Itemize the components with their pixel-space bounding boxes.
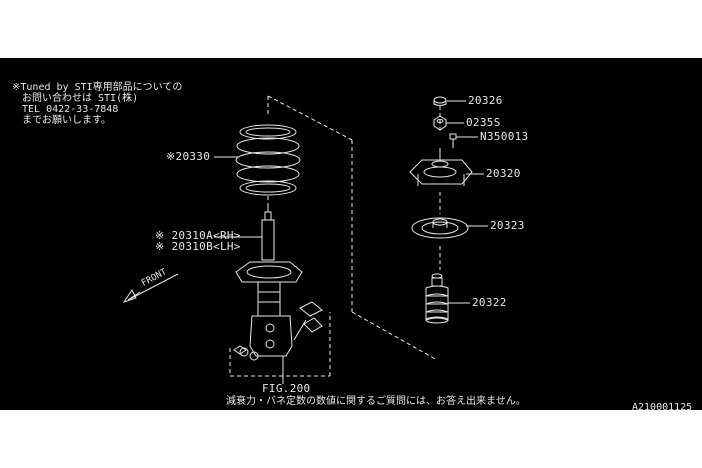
bolt-n350013 [449,133,457,148]
part-number-20310b: 20310B [171,240,214,253]
ref-mark: ※ [166,150,176,163]
ref-mark: ※ [155,240,165,253]
notice-line-4: までお願いします。 [22,115,111,126]
callout-strut-rh: ※ 20310A<RH> [155,230,241,242]
knuckle-bolts [233,301,323,361]
callout-mount-20320[interactable]: 20320 [486,167,521,180]
side-rh: <RH> [213,229,241,242]
callout-bolt-n350013[interactable]: N350013 [480,130,529,143]
disclaimer: 減衰力・バネ定数の数値に関するご質問には、お答え出来ません。 [226,396,526,407]
notice-line-1: ※Tuned by STI専用部品についての [12,82,183,93]
callout-strut-lh[interactable]: ※ 20310B<LH> [155,241,241,253]
parts-diagram: ※Tuned by STI専用部品についての お問い合わせは STI(株) TE… [0,58,702,410]
side-lh: <LH> [213,240,241,253]
notice-line-2: お問い合わせは STI(株) [22,93,139,104]
diagram-linework [122,95,488,384]
part-number-20310a-selected[interactable]: 20310A [171,229,214,242]
strut-assembly-20310 [235,206,303,357]
callout-bump-stop-20322[interactable]: 20322 [472,296,507,309]
fig-200-link[interactable]: FIG.200 [262,382,311,395]
leader-lines [214,100,488,384]
explode-guide-lines [229,95,441,377]
spring-seat-20323 [411,217,469,239]
ref-mark: ※ [155,229,165,242]
coil-spring-20330 [235,124,301,196]
callout-cap-20326[interactable]: 20326 [468,94,503,107]
front-arrow [122,273,179,303]
callout-seat-20323[interactable]: 20323 [490,219,525,232]
nut-0235s [433,115,447,131]
callout-nut-0235s[interactable]: 0235S [466,116,501,129]
diagram-id: A210001125 [632,402,693,410]
callout-coil-spring[interactable]: ※20330 [166,151,210,163]
part-number-20330: 20330 [175,150,211,163]
strut-mount-20320 [409,148,473,186]
notice-line-3: TEL 0422-33-7848 [22,104,119,115]
bump-stop-20322 [425,273,449,324]
cap-20326 [433,96,447,106]
